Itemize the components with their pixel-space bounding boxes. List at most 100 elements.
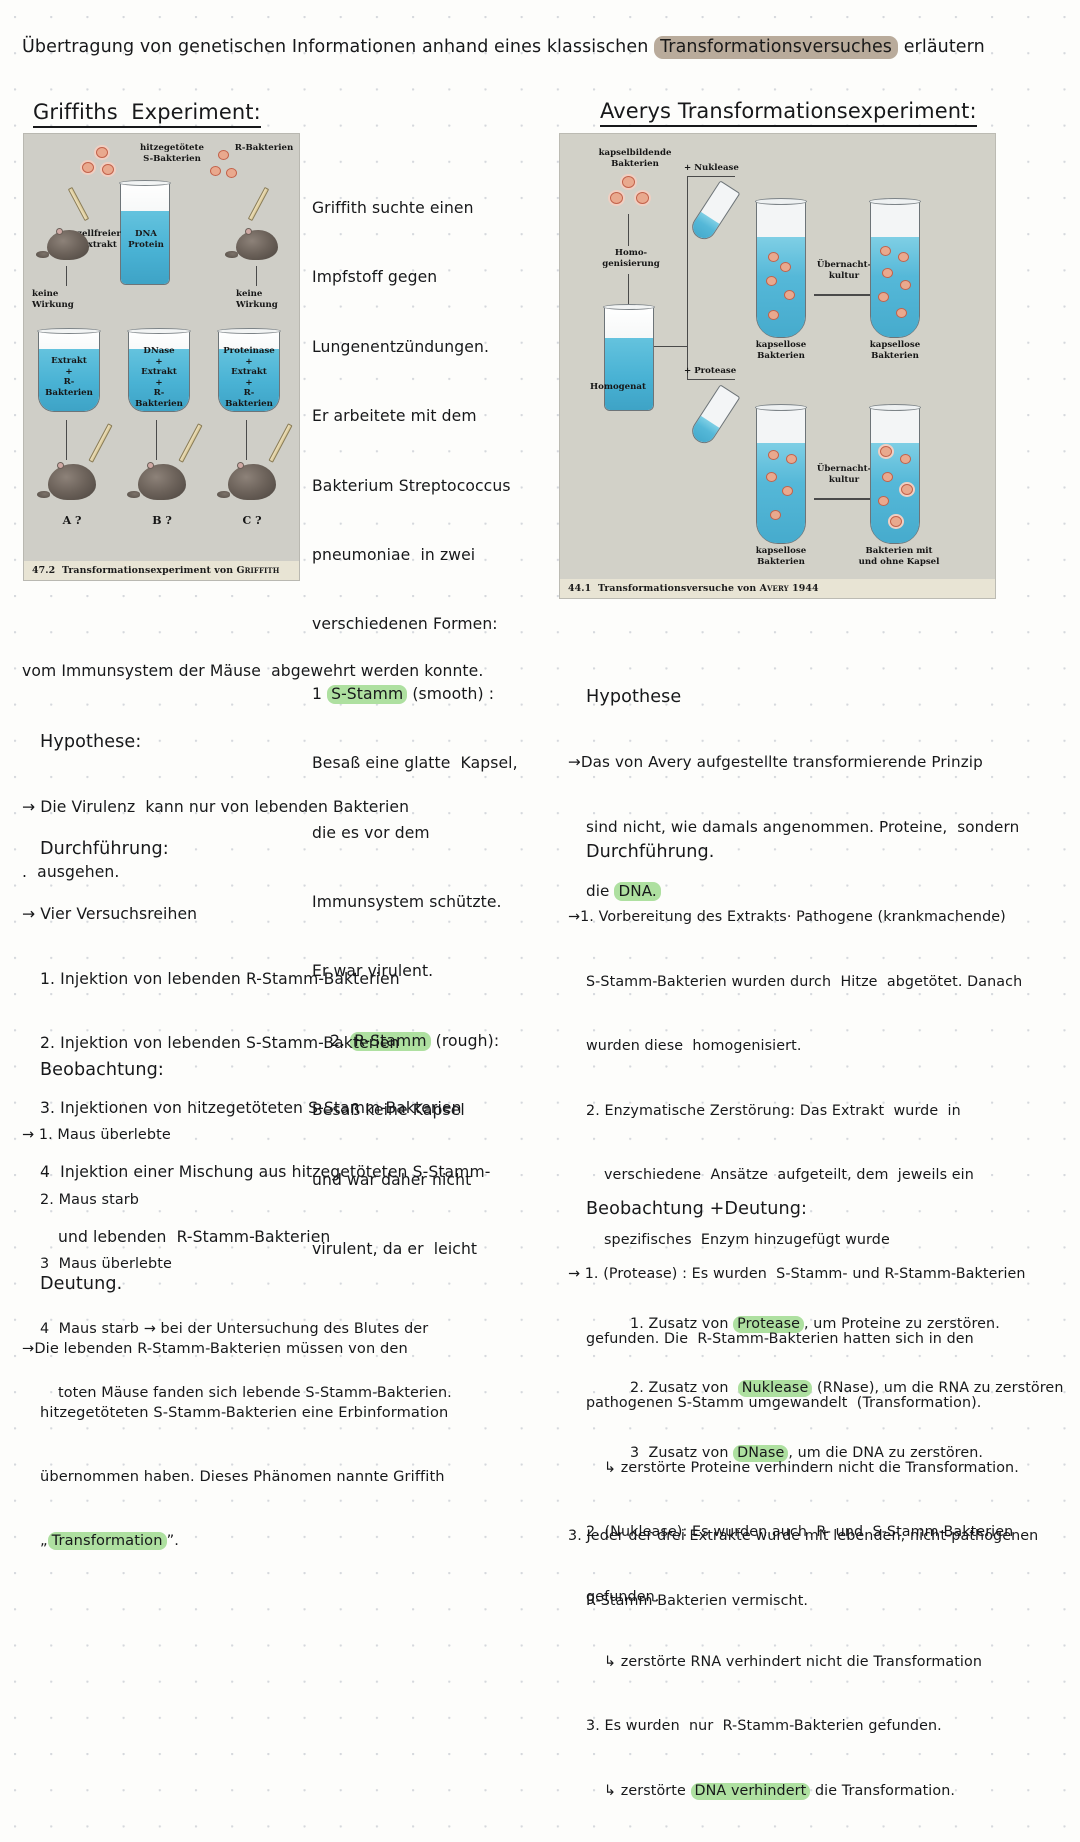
highlight-s-stamm: S-Stamm	[327, 684, 408, 704]
item-number: 1	[312, 684, 328, 703]
bacteria-cell	[768, 310, 779, 320]
syringe-left	[67, 186, 90, 222]
section-heading: Beobachtung:	[40, 1060, 164, 1080]
syringe-a	[88, 423, 113, 463]
figure-caption-avery: 44.1 Transformationsversuche von Avery 1…	[560, 579, 995, 598]
bacteria-cell	[878, 292, 889, 302]
label-tube-c: Proteinase + Extrakt + R-Bakterien	[223, 346, 275, 409]
bacteria-cell	[766, 472, 777, 482]
tube-upper-1	[755, 197, 807, 338]
label-bakterien-mit-ohne-kapsel: Bakterien mit und ohne Kapsel	[858, 546, 940, 567]
section-heading: Deutung.	[40, 1274, 123, 1294]
item-suffix: , um Proteine zu zerstören.	[804, 1315, 1000, 1332]
section-avery-hypothese: Hypothese →Das von Avery aufgestellte tr…	[568, 645, 1068, 943]
caption-text: Transformationsexperiment von	[61, 565, 234, 576]
s-bacteria-cell	[82, 162, 94, 173]
bacteria-cell	[780, 262, 791, 272]
label-plus-nuklease: + Nuklease	[684, 163, 739, 173]
mouse-ear-icon	[237, 462, 244, 469]
figure-caption-griffith: 47.2 Transformationsexperiment von Griff…	[24, 561, 299, 580]
bacteria-cell	[784, 290, 795, 300]
label-kapsellose-3: kapsellose Bakterien	[755, 546, 807, 567]
section-heading: Durchführung:	[40, 839, 169, 859]
arrow-down	[156, 420, 158, 460]
durchfuehrung-line: wurden diese homogenisiert.	[586, 1038, 802, 1055]
arrow-down	[628, 274, 630, 304]
arrow-down	[246, 420, 248, 460]
bacteria-cell	[768, 450, 779, 460]
caption-text: Transformationsversuche von	[597, 583, 757, 594]
highlight-dna-verhindert: DNA verhindert	[690, 1782, 811, 1800]
mouse-b	[127, 462, 186, 500]
beobachtung-conclusion: ↳ zerstörte Proteine verhindern nicht di…	[604, 1459, 1019, 1476]
intro-line: Lungenentzündungen.	[312, 337, 489, 356]
title-post: erläutern	[898, 37, 985, 57]
item-prefix: 1. Zusatz von	[630, 1315, 734, 1332]
figure-avery-transformation: kapselbildende Bakterien Homo- genisieru…	[559, 133, 996, 599]
mouse-ear-icon	[245, 228, 252, 235]
tilted-tube-nuklease	[687, 180, 741, 244]
connector-line	[687, 346, 689, 380]
label-hitzegetoetete-s-bakterien: hitzegetötete S-Bakterien	[140, 143, 204, 164]
mouse-ear-icon	[147, 462, 154, 469]
caption-number: 47.2	[32, 565, 56, 576]
intro-paragraph: Griffith suchte einen Impfstoff gegen Lu…	[312, 155, 562, 1304]
bacteria-cell	[898, 252, 909, 262]
intro-line: Er war virulent.	[312, 962, 434, 981]
highlight-dnase: DNase	[733, 1444, 789, 1462]
caption-name: Avery	[759, 583, 789, 594]
hypothese-line: →Das von Avery aufgestellte transformier…	[568, 753, 983, 771]
intro-line: Besaß keine Kapsel	[312, 1101, 465, 1120]
page-title: Übertragung von genetischen Informatione…	[22, 36, 1062, 59]
encapsulated-cell	[901, 484, 913, 495]
intro-line: Bakterium Streptococcus	[312, 476, 511, 495]
durchfuehrung-item: 2. Injektion von lebenden S-Stamm-Bakter…	[40, 1034, 400, 1053]
bacteria-cell	[882, 472, 893, 482]
beobachtung-conclusion-dna: ↳ zerstörte DNA verhindert die Transform…	[568, 1778, 1068, 1805]
capsule-bacteria-cell	[622, 176, 635, 188]
beobachtung-item: 2. Maus starb	[40, 1191, 140, 1208]
connector-line	[654, 346, 688, 348]
mouse-ear-icon	[56, 228, 63, 235]
beobachtung-item: 3 Maus überlebte	[40, 1256, 172, 1273]
connector-line	[687, 176, 689, 348]
title-highlight: Transformationsversuches	[654, 36, 899, 59]
label-tube-b: DNase + Extrakt + R- Bakterien	[135, 346, 183, 409]
line-suffix: die Transformation.	[810, 1782, 956, 1799]
beaker-rim	[217, 328, 281, 334]
quote-close: ”.	[166, 1532, 179, 1549]
durchfuehrung-line: →1. Vorbereitung des Extrakts· Pathogene…	[568, 909, 1006, 925]
beaker-liquid	[219, 349, 279, 411]
section-heading: Durchführung.	[586, 842, 715, 862]
bacteria-cell	[896, 308, 907, 318]
tube-liquid	[757, 237, 805, 337]
bacteria-cell	[900, 280, 911, 290]
durchfuehrung-line: 2. Enzymatische Zerstörung: Das Extrakt …	[586, 1102, 961, 1119]
highlight-protease: Protease	[733, 1315, 805, 1333]
tube-lower-1	[755, 403, 807, 544]
beaker-liquid	[39, 349, 99, 411]
intro-line: Impfstoff gegen	[312, 268, 438, 287]
intro-tail-line: vom Immunsystem der Mäuse abgewehrt werd…	[22, 662, 484, 680]
arrow-down	[66, 420, 68, 460]
heading-griffith-experiment: Griffiths Experiment:	[33, 99, 261, 128]
beobachtung-item-cont: toten Mäuse fanden sich lebende S-Stamm-…	[58, 1385, 452, 1402]
hypothese-line: sind nicht, wie damals angenommen. Prote…	[586, 817, 1020, 836]
intro-tail: vom Immunsystem der Mäuse abgewehrt werd…	[22, 620, 562, 722]
tube-liquid	[688, 415, 720, 447]
highlight-transformation: Transformation	[47, 1532, 167, 1550]
section-griffith-durchfuehrung: Durchführung: → Vier Versuchsreihen 1. I…	[22, 797, 562, 1289]
label-uebernachtkultur-2: Übernacht- kultur	[816, 464, 872, 485]
beaker-c	[217, 328, 281, 412]
item-suffix: , um die DNA zu zerstören.	[788, 1444, 984, 1461]
label-keine-wirkung-left: keine Wirkung	[32, 289, 74, 310]
enzym-item-protease: 1. Zusatz von Protease, um Proteine zu z…	[568, 1311, 1068, 1338]
tube-liquid	[871, 443, 919, 543]
label-tube-a: Extrakt + R-Bakterien	[45, 356, 93, 398]
tube-rim	[869, 403, 921, 411]
beobachtung-line: gefunden.	[586, 1588, 660, 1605]
label-kapsellose-1: kapsellose Bakterien	[755, 340, 807, 361]
label-homogenisierung: Homo- genisierung	[602, 248, 660, 269]
intro-line: verschiedenen Formen:	[312, 615, 498, 634]
capsule-bacteria-cell	[610, 192, 623, 204]
